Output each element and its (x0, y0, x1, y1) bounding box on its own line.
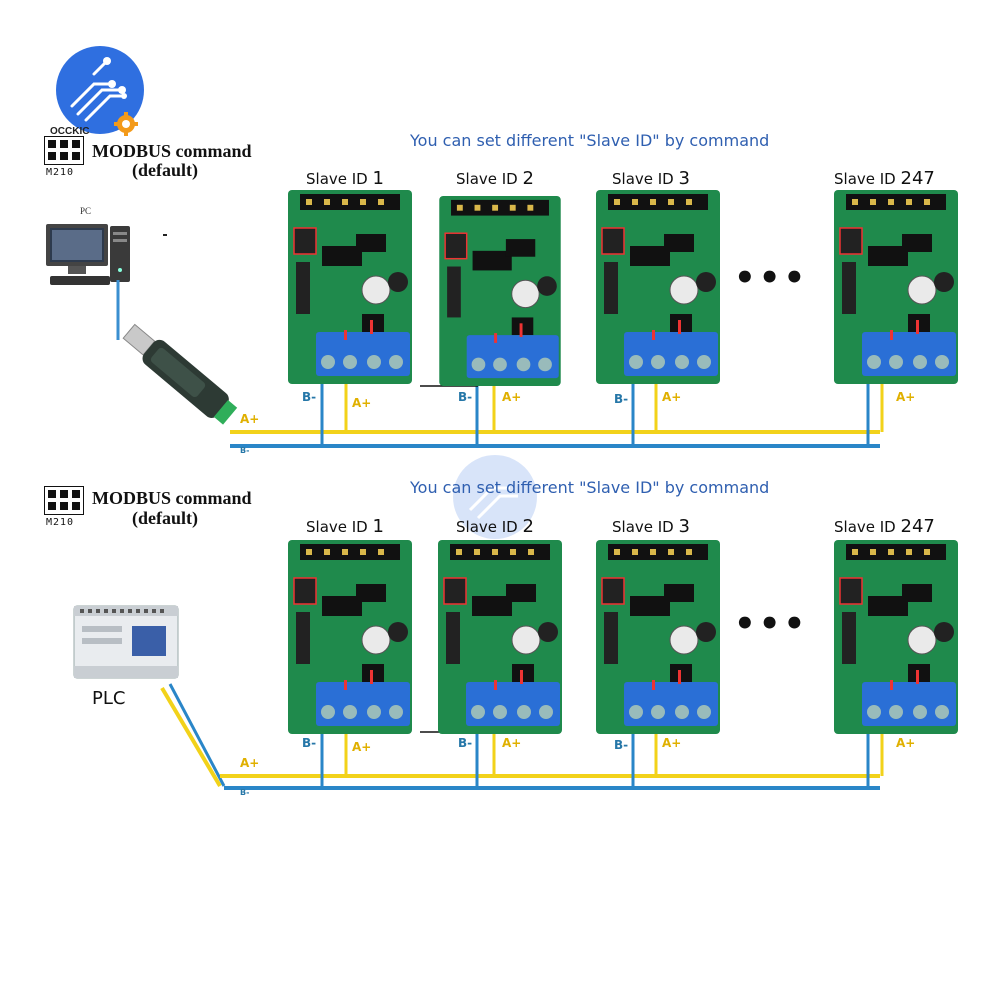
slave-board: Slave ID 3 (596, 516, 720, 734)
slave-id-prefix: Slave ID (612, 170, 674, 188)
slave-board: Slave ID 3 (596, 168, 720, 384)
slave-id-number: 2 (522, 516, 534, 537)
slave-board: Slave ID 1 (288, 168, 412, 384)
slave-id-prefix: Slave ID (306, 170, 368, 188)
brand-name: OCCKIC (50, 126, 90, 137)
slave-id-prefix: Slave ID (834, 518, 896, 536)
brand-logo-icon (56, 46, 144, 136)
pin-a-label: A+ (896, 736, 916, 750)
pin-a-label: A+ (502, 390, 522, 404)
slave-id-prefix: Slave ID (456, 518, 518, 536)
slave-id-label: Slave ID 2 (456, 168, 534, 189)
relay-board-icon (288, 540, 412, 734)
rs485-bus-wires (160, 683, 884, 790)
pc-label: PC (80, 206, 92, 216)
pin-b-label: B- (302, 736, 317, 750)
pin-a-label: A+ (662, 736, 682, 750)
wire-b-label: B- (240, 788, 250, 797)
ellipsis: ••• (734, 258, 809, 298)
wire-b-label: B- (240, 446, 250, 455)
relay-board-icon (439, 196, 561, 386)
slave-id-prefix: Slave ID (306, 518, 368, 536)
relay-board-icon (596, 540, 720, 734)
model-label: M210 (46, 167, 75, 178)
slave-board: Slave ID 2 (438, 516, 562, 734)
pin-a-label: A+ (352, 396, 372, 410)
jumper-grid-icon (44, 136, 84, 165)
slave-id-number: 2 (522, 168, 534, 189)
ellipsis: ••• (734, 604, 809, 644)
slave-id-label: Slave ID 247 (834, 168, 935, 189)
slave-id-label: Slave ID 1 (306, 516, 384, 537)
slave-board: Slave ID 247 (834, 168, 958, 384)
slave-id-number: 247 (900, 516, 935, 537)
slave-id-prefix: Slave ID (456, 170, 518, 188)
relay-board-icon (288, 190, 412, 384)
relay-board-icon (834, 540, 958, 734)
group-pc: M210 MODBUS command (default) You can se… (0, 0, 1000, 470)
slave-id-number: 247 (900, 168, 935, 189)
headline: You can set different "Slave ID" by comm… (410, 478, 770, 497)
default-label: (default) (132, 508, 198, 528)
relay-board-icon (596, 190, 720, 384)
modbus-badge: M210 MODBUS command (default) (44, 486, 304, 536)
rs485-bus-wires (230, 378, 884, 448)
usb-cable (116, 280, 120, 340)
plc-label: PLC (92, 688, 126, 709)
pin-a-label: A+ (352, 740, 372, 754)
slave-id-label: Slave ID 3 (612, 168, 690, 189)
wire-a-label: A+ (240, 756, 260, 770)
slave-id-number: 1 (372, 168, 384, 189)
slave-id-label: Slave ID 2 (456, 516, 534, 537)
slave-id-prefix: Slave ID (612, 518, 674, 536)
modbus-command-label: MODBUS command (92, 141, 252, 161)
pin-b-label: B- (458, 390, 473, 404)
model-label: M210 (46, 517, 75, 528)
watermark-logo-icon (453, 455, 537, 539)
modbus-command-label: MODBUS command (92, 488, 252, 508)
wire-a-label: A+ (240, 412, 260, 426)
brand-logo: OCCKIC (50, 44, 150, 144)
slave-board: Slave ID 1 (288, 516, 412, 734)
pc-icon (46, 224, 130, 285)
pin-a-label: A+ (896, 390, 916, 404)
pin-b-label: B- (614, 738, 629, 752)
slave-id-label: Slave ID 1 (306, 168, 384, 189)
pin-a-label: A+ (502, 736, 522, 750)
slave-id-number: 3 (678, 516, 690, 537)
pin-b-label: B- (302, 390, 317, 404)
stray-dash (163, 234, 167, 236)
pin-b-label: B- (614, 392, 629, 406)
jumper-grid-icon (44, 486, 84, 515)
relay-board-icon (834, 190, 958, 384)
slave-board: Slave ID 2 (438, 168, 562, 386)
slave-id-number: 1 (372, 516, 384, 537)
modbus-badge: M210 MODBUS command (default) (44, 136, 304, 186)
relay-board-icon (438, 540, 562, 734)
slave-id-number: 3 (678, 168, 690, 189)
slave-board: Slave ID 247 (834, 516, 958, 734)
pin-b-label: B- (458, 736, 473, 750)
group-plc: M210 MODBUS command (default) You can se… (0, 455, 1000, 870)
plc-icon (73, 605, 179, 679)
slave-id-label: Slave ID 247 (834, 516, 935, 537)
usb-rs485-adapter-icon (122, 323, 238, 425)
slave-id-prefix: Slave ID (834, 170, 896, 188)
default-label: (default) (132, 160, 198, 180)
headline: You can set different "Slave ID" by comm… (410, 131, 770, 150)
pin-a-label: A+ (662, 390, 682, 404)
slave-id-label: Slave ID 3 (612, 516, 690, 537)
